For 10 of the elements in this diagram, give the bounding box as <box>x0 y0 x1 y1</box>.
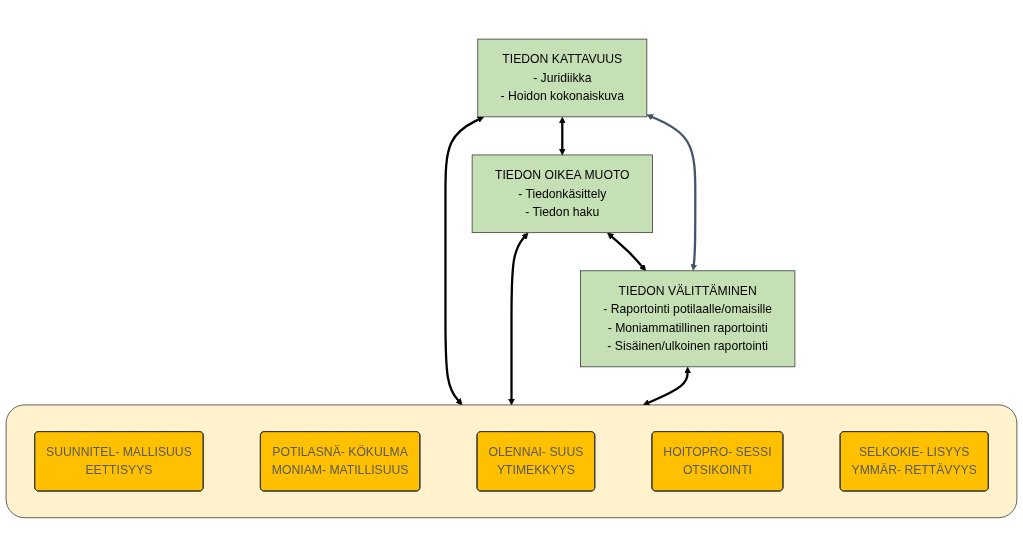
node-box: TIEDON OIKEA MUOTO - Tiedonkäsittely - Tiedon haku <box>471 154 653 234</box>
arrow <box>642 366 692 406</box>
node-box: TIEDON VÄLITTÄMINEN - Raportointi potilaalle/omaisille - Moniammatillinen raportointi - Sisäinen/ulkoinen raportointi <box>580 270 796 368</box>
cluster <box>5 404 1018 519</box>
node-box: TIEDON KATTAVUUS - Juridiikka - Hoidon kokonaiskuva <box>477 38 648 118</box>
arrow <box>444 116 484 406</box>
arrow <box>607 232 647 272</box>
arrow <box>646 114 698 271</box>
arrow <box>558 116 566 156</box>
arrow <box>508 232 529 406</box>
